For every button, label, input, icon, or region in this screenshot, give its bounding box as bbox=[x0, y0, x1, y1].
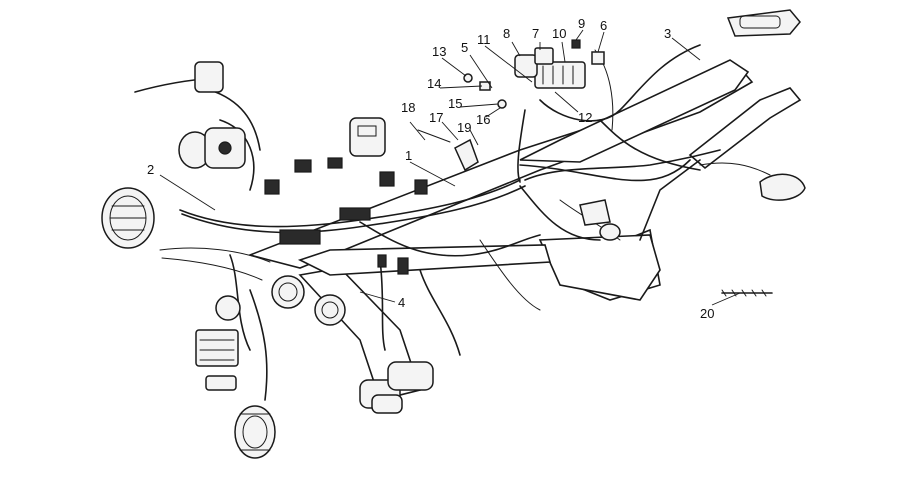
connectors-cluster bbox=[264, 157, 428, 275]
callout-19: 19 bbox=[457, 120, 471, 135]
horn-bracket bbox=[417, 129, 479, 172]
callout-14: 14 bbox=[427, 76, 441, 91]
rear-indicator bbox=[759, 173, 806, 201]
handlebar-switch-right bbox=[349, 117, 386, 157]
callout-3: 3 bbox=[664, 26, 671, 41]
cable-tie bbox=[721, 289, 773, 297]
callout-5: 5 bbox=[461, 40, 468, 55]
callout-labels: 1 2 3 4 5 6 7 8 9 10 11 12 13 14 15 16 1… bbox=[147, 16, 714, 321]
callout-16: 16 bbox=[476, 112, 490, 127]
rectifier bbox=[195, 329, 239, 391]
callout-18: 18 bbox=[401, 100, 415, 115]
callout-11: 11 bbox=[477, 32, 491, 47]
callout-20: 20 bbox=[700, 306, 714, 321]
callout-7: 7 bbox=[532, 26, 539, 41]
tail-light bbox=[726, 9, 801, 37]
instrument-cluster bbox=[215, 275, 346, 326]
starter-relay-assembly bbox=[359, 361, 434, 414]
callout-4: 4 bbox=[398, 295, 405, 310]
callout-15: 15 bbox=[448, 96, 462, 111]
main-harness bbox=[159, 44, 771, 401]
callout-8: 8 bbox=[503, 26, 510, 41]
rear-connector-block bbox=[579, 199, 621, 241]
relay bbox=[514, 47, 554, 78]
ignition-switch bbox=[178, 127, 246, 169]
fuse-box bbox=[534, 61, 586, 89]
callout-13: 13 bbox=[432, 44, 446, 59]
small-clips bbox=[463, 39, 605, 109]
leader-lines bbox=[159, 29, 741, 306]
handlebar-switch-left bbox=[134, 61, 224, 93]
callout-6: 6 bbox=[600, 18, 607, 33]
callout-2: 2 bbox=[147, 162, 154, 177]
callout-9: 9 bbox=[578, 16, 585, 31]
callout-17: 17 bbox=[429, 110, 443, 125]
callout-1: 1 bbox=[405, 148, 412, 163]
horn bbox=[234, 405, 276, 459]
callout-12: 12 bbox=[578, 110, 592, 125]
callout-10: 10 bbox=[552, 26, 566, 41]
headlight bbox=[101, 187, 155, 249]
